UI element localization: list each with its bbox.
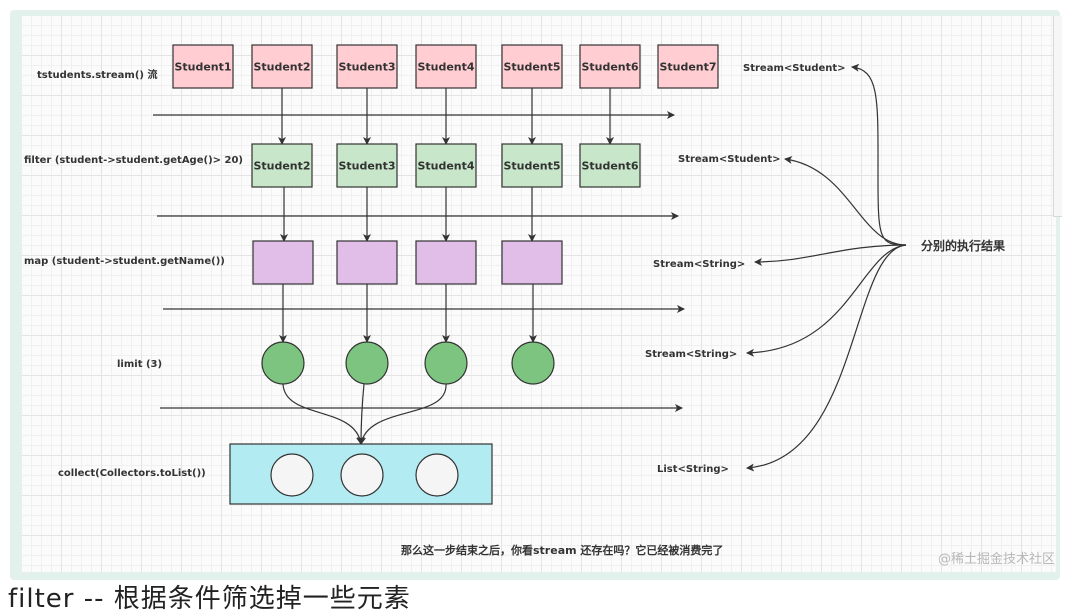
collect-node — [340, 453, 384, 497]
filter-node-label: Student4 — [417, 160, 474, 173]
map-node-box — [336, 240, 398, 285]
map-row — [252, 240, 563, 285]
source-node-label: Student2 — [253, 61, 310, 74]
collect-node — [415, 453, 459, 497]
source-node-label: Student5 — [503, 61, 560, 74]
limit-node — [345, 341, 389, 385]
diagram-canvas — [22, 16, 1056, 572]
source-node: Student1 — [172, 44, 234, 89]
filter-node: Student6 — [579, 143, 641, 188]
source-node: Student6 — [579, 44, 641, 89]
map-node — [252, 240, 314, 285]
source-node-box — [579, 44, 641, 89]
filter-node-box — [501, 143, 563, 188]
source-node-label: Student1 — [174, 61, 231, 74]
source-node-label: Student4 — [417, 61, 474, 74]
source-node-box — [172, 44, 234, 89]
result-type-map: Stream<String> — [653, 259, 745, 270]
result-arrows — [746, 63, 907, 472]
source-row: Student1 Student2 Student3 Student4 Student5… — [172, 44, 719, 89]
result-type-source: Stream<Student> — [743, 63, 846, 74]
filter-node: Student2 — [251, 143, 313, 188]
result-type-limit: Stream<String> — [645, 349, 737, 360]
source-node-box — [336, 44, 398, 89]
filter-node: Student5 — [501, 143, 563, 188]
filter-node-box — [336, 143, 398, 188]
watermark: @稀土掘金技术社区 — [938, 552, 1056, 567]
stage-label-limit: limit (3) — [117, 359, 162, 370]
summary-note: 那么这一步结束之后，你看stream 还存在吗？它已经被消费完了 — [401, 543, 723, 557]
source-node: Student2 — [251, 44, 313, 89]
filter-node-label: Student5 — [503, 160, 560, 173]
source-node-box — [657, 44, 719, 89]
limit-row — [261, 341, 555, 385]
source-node: Student4 — [415, 44, 477, 89]
stage-label-source: tstudents.stream() 流 — [37, 68, 157, 81]
map-node-box — [501, 240, 563, 285]
map-node — [501, 240, 563, 285]
connectors — [278, 88, 614, 445]
source-node: Student7 — [657, 44, 719, 89]
result-type-collect: List<String> — [657, 464, 729, 475]
map-node-box — [415, 240, 477, 285]
source-node: Student3 — [336, 44, 398, 89]
stage-label-filter: filter (student->student.getAge()> 20) — [24, 155, 243, 166]
filter-node: Student4 — [415, 143, 477, 188]
filter-node-box — [579, 143, 641, 188]
filter-node-label: Student6 — [581, 160, 638, 173]
filter-node-label: Student2 — [253, 160, 310, 173]
limit-node — [424, 341, 468, 385]
filter-node-label: Student3 — [338, 160, 395, 173]
source-node: Student5 — [501, 44, 563, 89]
scroll-panel[interactable] — [1053, 16, 1062, 217]
filter-row: Student2 Student3 Student4 Student5 Student6 — [251, 143, 641, 188]
map-node — [336, 240, 398, 285]
limit-node — [511, 341, 555, 385]
filter-node-box — [251, 143, 313, 188]
stage-label-map: map (student->student.getName()) — [24, 256, 225, 267]
result-label: 分别的执行结果 — [921, 238, 1005, 253]
source-node-label: Student3 — [338, 61, 395, 74]
filter-node-box — [415, 143, 477, 188]
stage-label-collect: collect(Collectors.toList()) — [58, 468, 206, 479]
collect-row — [270, 453, 459, 497]
source-node-box — [251, 44, 313, 89]
limit-node — [261, 341, 305, 385]
source-node-label: Student7 — [659, 61, 716, 74]
filter-node: Student3 — [336, 143, 398, 188]
source-node-label: Student6 — [581, 61, 638, 74]
map-node-box — [252, 240, 314, 285]
map-node — [415, 240, 477, 285]
source-node-box — [501, 44, 563, 89]
collect-node — [270, 453, 314, 497]
article-heading: filter -- 根据条件筛选掉一些元素 — [8, 584, 411, 614]
result-type-filter: Stream<Student> — [678, 154, 781, 165]
source-node-box — [415, 44, 477, 89]
